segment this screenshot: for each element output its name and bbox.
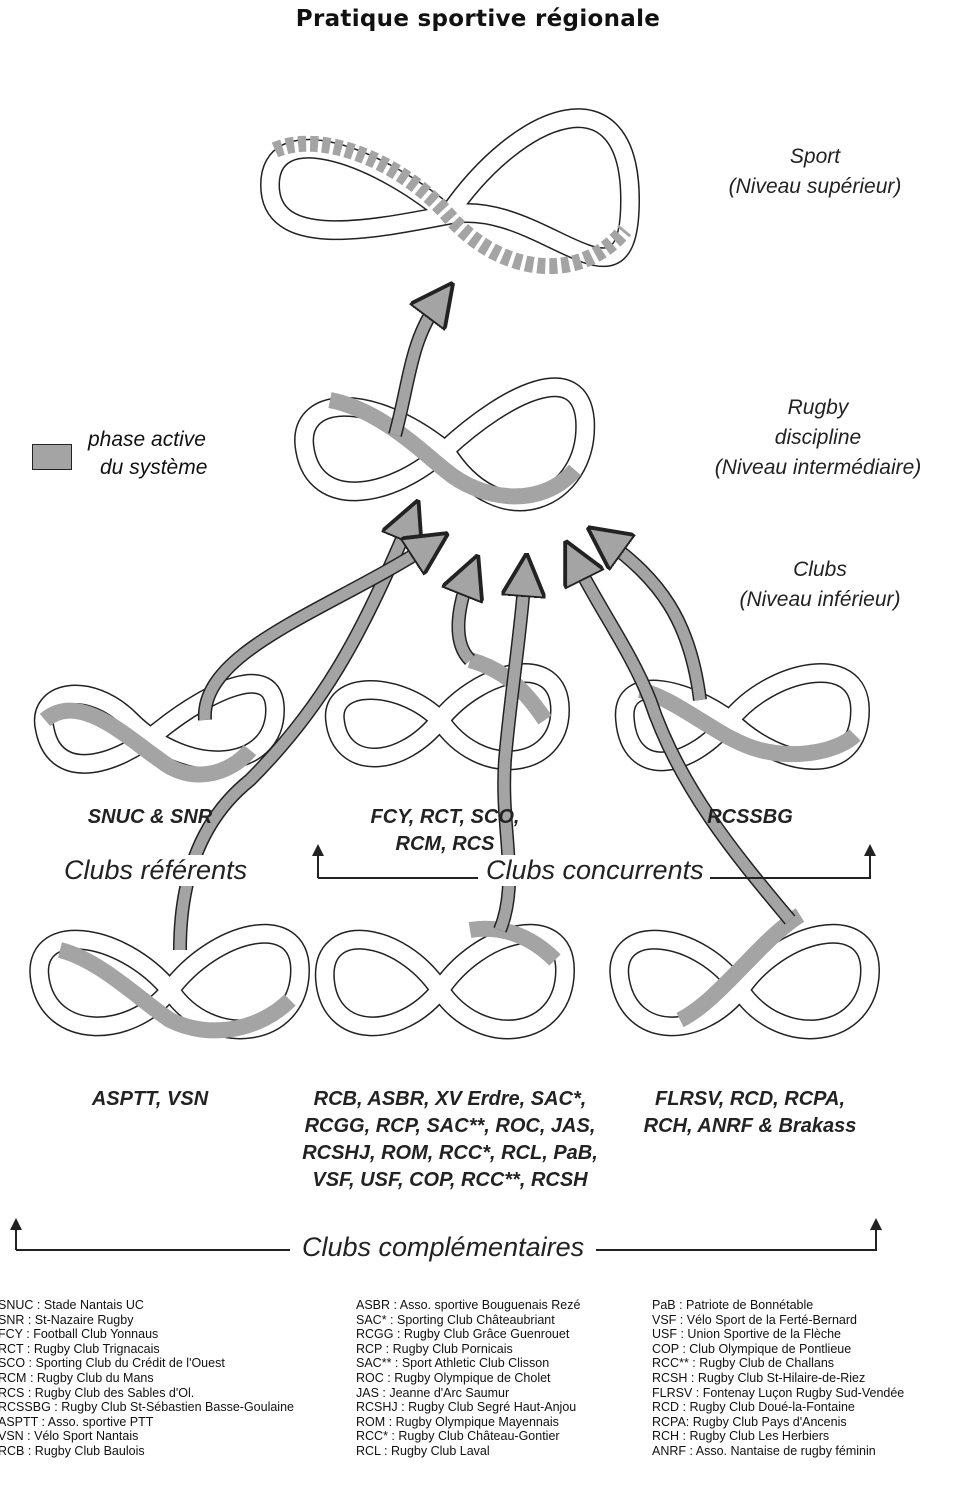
glossary-entry: RCSHJ : Rugby Club Segré Haut-Anjou (356, 1400, 580, 1415)
glossary-entry: SNR : St-Nazaire Rugby (0, 1313, 294, 1328)
glossary-entry: RCGG : Rugby Club Grâce Guenrouet (356, 1327, 580, 1342)
glossary-entry: COP : Club Olympique de Pontlieue (652, 1342, 904, 1357)
clubs-loop-left (44, 684, 275, 775)
bottom-loop-right (619, 915, 870, 1029)
level-rugby: Rugby discipline (Niveau intermédiaire) (690, 393, 946, 483)
group-concurrents: Clubs concurrents (480, 855, 710, 886)
group-referents: Clubs référents (58, 855, 253, 886)
glossary-col-1: SNUC : Stade Nantais UC SNR : St-Nazaire… (0, 1298, 294, 1459)
level-sport-line: (Niveau supérieur) (700, 172, 930, 202)
club-label-line: RCM, RCS (330, 831, 560, 858)
club-label-right-bottom: FLRSV, RCD, RCPA, RCH, ANRF & Brakass (625, 1086, 875, 1140)
glossary-col-2: ASBR : Asso. sportive Bouguenais Rezé SA… (356, 1298, 580, 1459)
glossary-entry: USF : Union Sportive de la Flèche (652, 1327, 904, 1342)
glossary-entry: RCM : Rugby Club du Mans (0, 1371, 294, 1386)
glossary-entry: RCH : Rugby Club Les Herbiers (652, 1429, 904, 1444)
club-label-line: FCY, RCT, SCO, (330, 804, 560, 831)
glossary-entry: SNUC : Stade Nantais UC (0, 1298, 294, 1313)
glossary-entry: SAC* : Sporting Club Châteaubriant (356, 1313, 580, 1328)
club-label-left-bottom: ASPTT, VSN (60, 1086, 240, 1113)
glossary-entry: RCP : Rugby Club Pornicais (356, 1342, 580, 1357)
club-label-left-mid: SNUC & SNR (60, 804, 240, 831)
glossary-entry: VSF : Vélo Sport de la Ferté-Bernard (652, 1313, 904, 1328)
level-clubs: Clubs (Niveau inférieur) (700, 555, 940, 615)
bottom-loop-center (325, 929, 565, 1030)
glossary-entry: RCB : Rugby Club Baulois (0, 1444, 294, 1459)
glossary-entry: SAC** : Sport Athletic Club Clisson (356, 1356, 580, 1371)
rugby-loop (304, 300, 585, 501)
level-rugby-line: (Niveau intermédiaire) (690, 453, 946, 483)
level-clubs-line: Clubs (700, 555, 940, 585)
legend-line: phase active (88, 426, 207, 454)
glossary-entry: RCC** : Rugby Club de Challans (652, 1356, 904, 1371)
glossary-entry: FCY : Football Club Yonnaus (0, 1327, 294, 1342)
legend-text: phase active du système (88, 426, 207, 482)
level-rugby-line: Rugby (690, 393, 946, 423)
club-label-line: RCB, ASBR, XV Erdre, SAC*, (290, 1086, 610, 1113)
glossary-entry: ANRF : Asso. Nantaise de rugby féminin (652, 1444, 904, 1459)
club-label-center-bottom: RCB, ASBR, XV Erdre, SAC*, RCGG, RCP, SA… (290, 1086, 610, 1194)
level-rugby-line: discipline (690, 423, 946, 453)
glossary-entry: RCT : Rugby Club Trignacais (0, 1342, 294, 1357)
club-label-right-mid: RCSSBG (680, 804, 820, 831)
glossary-entry: RCS : Rugby Club des Sables d'Ol. (0, 1386, 294, 1401)
glossary-entry: FLRSV : Fontenay Luçon Rugby Sud-Vendée (652, 1386, 904, 1401)
glossary-entry: RCD : Rugby Club Doué-la-Fontaine (652, 1400, 904, 1415)
glossary-entry: VSN : Vélo Sport Nantais (0, 1429, 294, 1444)
sport-loop (270, 118, 630, 266)
glossary-entry: PaB : Patriote de Bonnétable (652, 1298, 904, 1313)
level-clubs-line: (Niveau inférieur) (700, 585, 940, 615)
glossary-entry: RCC* : Rugby Club Château-Gontier (356, 1429, 580, 1444)
glossary-entry: ROM : Rugby Olympique Mayennais (356, 1415, 580, 1430)
level-sport: Sport (Niveau supérieur) (700, 142, 930, 202)
bottom-loop-left (39, 934, 300, 1031)
glossary-entry: JAS : Jeanne d'Arc Saumur (356, 1386, 580, 1401)
legend-swatch (32, 444, 72, 470)
club-label-line: RCGG, RCP, SAC**, ROC, JAS, (290, 1113, 610, 1140)
club-label-center-mid: FCY, RCT, SCO, RCM, RCS (330, 804, 560, 858)
glossary-entry: RCPA: Rugby Club Pays d'Ancenis (652, 1415, 904, 1430)
glossary-entry: RCSSBG : Rugby Club St-Sébastien Basse-G… (0, 1400, 294, 1415)
glossary-entry: RCL : Rugby Club Laval (356, 1444, 580, 1459)
club-label-line: VSF, USF, COP, RCC**, RCSH (290, 1167, 610, 1194)
glossary-entry: ROC : Rugby Olympique de Cholet (356, 1371, 580, 1386)
clubs-loop-center (335, 660, 560, 760)
page-title: Pratique sportive régionale (0, 6, 956, 32)
club-label-line: FLRSV, RCD, RCPA, (625, 1086, 875, 1113)
club-label-line: RCH, ANRF & Brakass (625, 1113, 875, 1140)
glossary-entry: ASBR : Asso. sportive Bouguenais Rezé (356, 1298, 580, 1313)
glossary-entry: ASPTT : Asso. sportive PTT (0, 1415, 294, 1430)
legend-line: du système (88, 454, 207, 482)
glossary-entry: RCSH : Rugby Club St-Hilaire-de-Riez (652, 1371, 904, 1386)
club-label-line: RCSHJ, ROM, RCC*, RCL, PaB, (290, 1140, 610, 1167)
glossary-col-3: PaB : Patriote de Bonnétable VSF : Vélo … (652, 1298, 904, 1459)
group-complementaires: Clubs complémentaires (296, 1232, 590, 1263)
glossary-entry: SCO : Sporting Club du Crédit de l'Ouest (0, 1356, 294, 1371)
level-sport-line: Sport (700, 142, 930, 172)
